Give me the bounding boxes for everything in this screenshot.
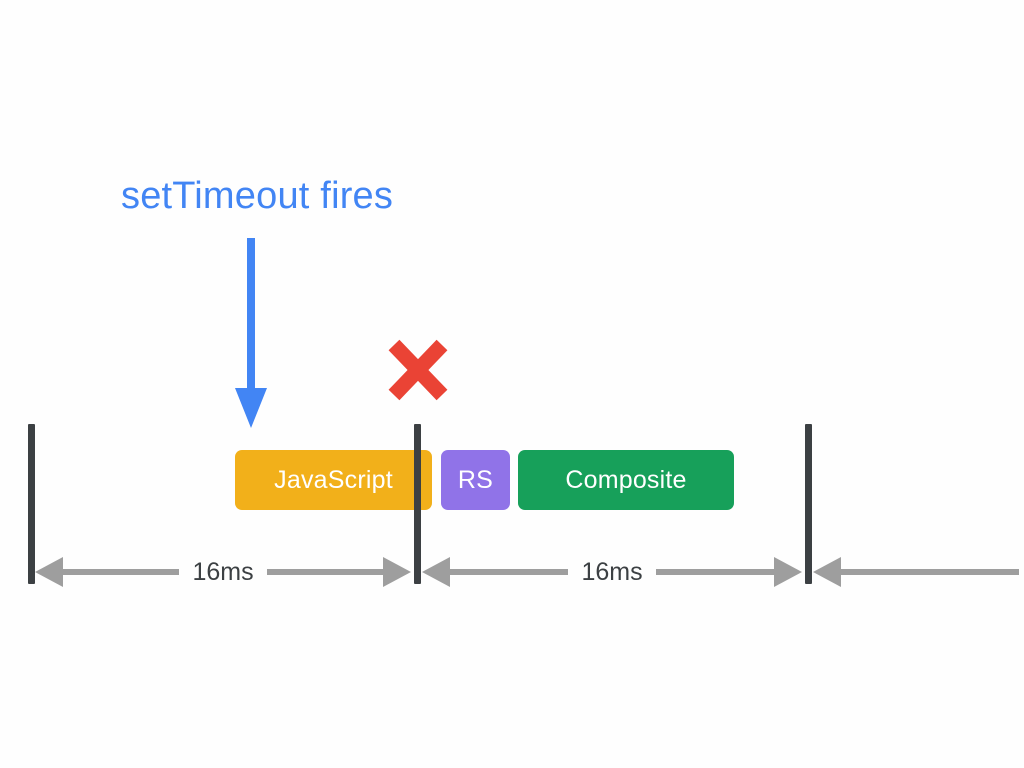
task-bar-rs: RS [441, 450, 510, 510]
measure-shaft [655, 569, 775, 575]
task-bar-composite-label: Composite [565, 465, 687, 494]
x-mark-icon [386, 339, 450, 401]
task-bar-javascript-label: JavaScript [274, 465, 393, 494]
task-bar-rs-label: RS [457, 465, 494, 494]
arrow-head-right-icon [383, 557, 412, 587]
arrow-head-left-icon [813, 557, 841, 587]
measure-shaft [266, 569, 384, 575]
settimeout-annotation-label: setTimeout fires [121, 175, 394, 217]
frame-duration-measure-2: 16ms [422, 552, 803, 592]
frame-boundary-tick-2 [414, 424, 421, 584]
measure-shaft [841, 569, 1020, 575]
frame-duration-measure-1: 16ms [35, 552, 412, 592]
frame-duration-label-2: 16ms [581, 557, 643, 586]
arrow-head-left-icon [35, 557, 63, 587]
measure-shaft [450, 569, 569, 575]
frame-duration-label-1: 16ms [192, 557, 254, 586]
arrow-head-right-icon [774, 557, 803, 587]
task-bar-javascript: JavaScript [235, 450, 432, 510]
task-bar-composite: Composite [518, 450, 734, 510]
frame-duration-measure-3: 16 [813, 552, 1024, 592]
frame-duration-label-3: 16 [1019, 558, 1024, 587]
frame-boundary-tick-3 [805, 424, 812, 584]
down-arrow-icon [231, 238, 271, 428]
measure-shaft [63, 569, 180, 575]
arrow-head-left-icon [422, 557, 450, 587]
frame-boundary-tick-1 [28, 424, 35, 584]
